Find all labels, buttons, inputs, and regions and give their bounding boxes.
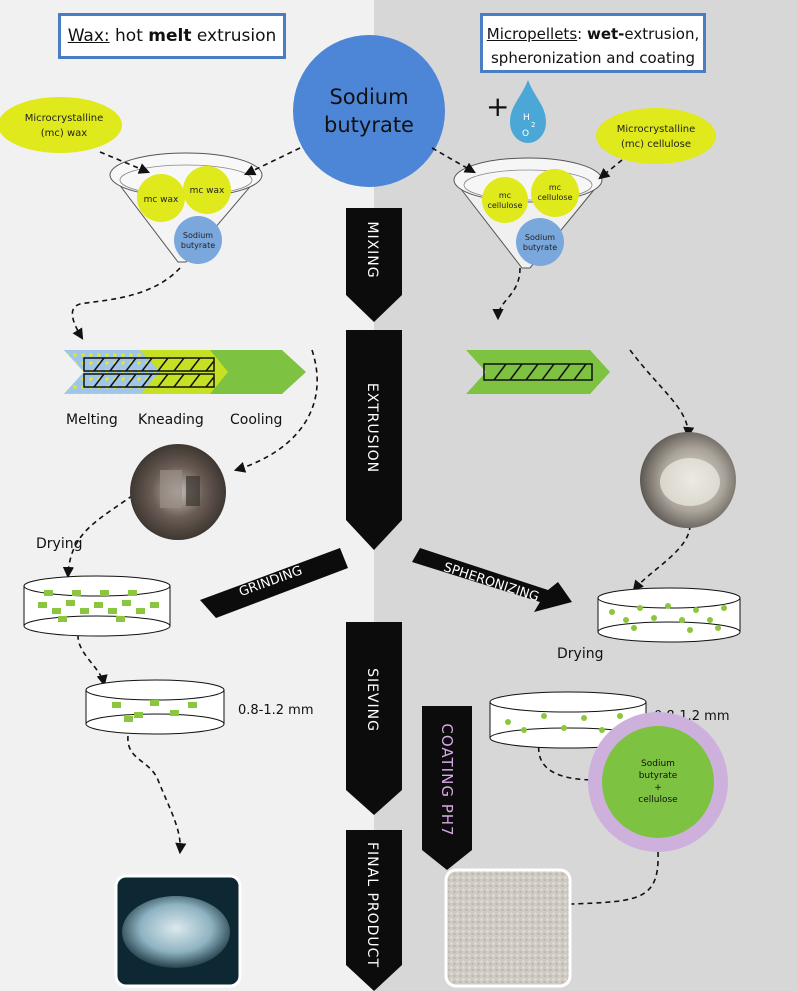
right-input-line1: Microcrystalline: [617, 124, 696, 135]
left-drying-dish: [23, 575, 171, 637]
sieving-label: SIEVING: [364, 668, 380, 732]
plus-sign: +: [486, 90, 509, 123]
water-drop-icon: [510, 80, 546, 143]
center-circle-line2: butyrate: [324, 113, 414, 137]
melting-label: Melting: [66, 412, 118, 428]
kneading-label: Kneading: [138, 412, 204, 428]
right-input-line2: (mc) cellulose: [621, 139, 691, 150]
left-size-label: 0.8-1.2 mm: [238, 703, 314, 718]
right-ball-a-line2: cellulose: [487, 201, 522, 210]
spheronizer-photo: [640, 432, 736, 528]
right-ball-b-line2: cellulose: [537, 193, 572, 202]
mixing-step-arrow: [346, 208, 402, 322]
water-2: 2: [531, 121, 535, 129]
right-extruder: [466, 350, 610, 394]
left-input-line1: Microcrystalline: [25, 113, 104, 124]
left-extruder: [64, 350, 306, 394]
mixing-label: MIXING: [364, 221, 380, 278]
center-circle-line1: Sodium: [329, 85, 408, 109]
left-title-post: extrusion: [191, 26, 277, 46]
coated-pellet-core: [602, 726, 714, 838]
left-ball-c-line2: butyrate: [181, 241, 215, 250]
extrusion-step-arrow: [346, 330, 402, 550]
water-h: H: [523, 113, 530, 123]
right-ball-a-line1: mc: [499, 191, 511, 200]
water-o: O: [522, 129, 529, 139]
left-title-bold: melt: [148, 26, 192, 46]
right-funnel-ball-butyrate: [516, 218, 564, 266]
left-final-product-photo: [114, 874, 242, 988]
final-product-label: FINAL PRODUCT: [364, 842, 380, 968]
right-final-product-photo: [444, 868, 572, 988]
coated-pellet-line4: cellulose: [638, 795, 678, 805]
right-title-colon: :: [577, 25, 587, 43]
microcrystalline-wax-oval: [0, 97, 122, 153]
final-product-step-arrow: [346, 830, 402, 991]
left-funnel: [109, 152, 263, 264]
left-funnel-ball-wax-b: [183, 166, 231, 214]
right-funnel-ball-cellulose-a: [482, 177, 528, 223]
sieving-step-arrow: [346, 622, 402, 815]
left-ball-b-label: mc wax: [190, 186, 225, 196]
right-funnel-ball-cellulose-b: [531, 169, 579, 217]
extruder-photo: [130, 444, 226, 540]
left-funnel-ball-wax-a: [137, 174, 185, 222]
left-input-line2: (mc) wax: [41, 128, 88, 139]
left-ball-a-label: mc wax: [144, 195, 179, 205]
grinding-step-arrow: [200, 548, 348, 618]
left-sieved-dish: [85, 679, 225, 735]
coated-pellet-line3: +: [654, 783, 662, 793]
left-title-pre: hot: [109, 26, 149, 46]
spheronizing-step-arrow: [412, 548, 572, 612]
right-drying-dish: [597, 587, 741, 643]
right-title-underlined: Micropellets: [486, 25, 578, 43]
microcrystalline-cellulose-oval: [596, 108, 716, 164]
right-ball-b-line1: mc: [549, 183, 561, 192]
right-funnel: [453, 157, 603, 269]
right-title-bold: wet-: [586, 25, 625, 43]
left-drying-label: Drying: [36, 536, 82, 552]
right-drying-label: Drying: [557, 646, 603, 662]
right-ball-c-line1: Sodium: [525, 233, 555, 242]
coating-step-arrow: [422, 706, 472, 870]
left-ball-c-line1: Sodium: [183, 231, 213, 240]
coated-pellet-line2: butyrate: [639, 771, 678, 781]
right-title-rest: extrusion,: [624, 25, 700, 43]
left-title-box: Wax: hot melt extrusion: [58, 13, 286, 59]
left-title-underlined: Wax:: [67, 26, 110, 46]
extrusion-label: EXTRUSION: [364, 383, 380, 473]
right-title-box: Micropellets: wet-extrusion, spheronizat…: [480, 13, 706, 73]
left-funnel-ball-butyrate: [174, 216, 222, 264]
coating-label: COATING PH7: [438, 723, 456, 836]
cooling-label: Cooling: [230, 412, 282, 428]
right-title-line2: spheronization and coating: [490, 49, 695, 67]
sodium-butyrate-circle: [293, 35, 445, 187]
right-ball-c-line2: butyrate: [523, 243, 557, 252]
coated-pellet-line1: Sodium: [641, 759, 675, 769]
